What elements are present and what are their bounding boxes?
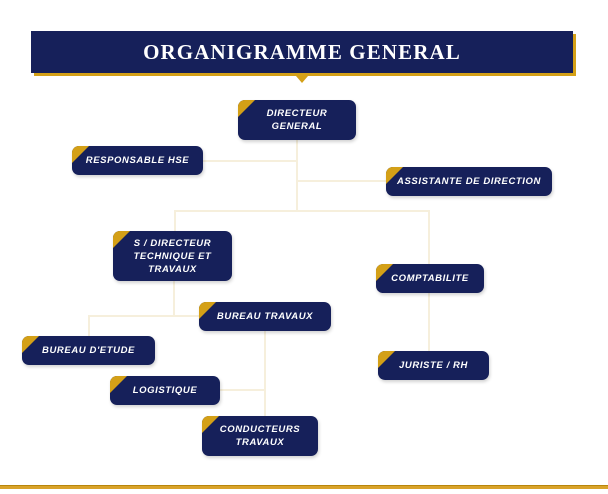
node-label: LOGISTIQUE	[132, 385, 198, 396]
connector-bureau-travaux-stem	[264, 331, 266, 417]
node-label: JURISTE / RH	[399, 360, 468, 371]
node-label: CONDUCTEURS TRAVAUX	[219, 424, 301, 448]
node-bureau-detude[interactable]: BUREAU D'ETUDE	[22, 336, 155, 365]
node-label: DIRECTEUR GENERAL	[266, 108, 328, 132]
node-bureau-travaux[interactable]: BUREAU TRAVAUX	[199, 302, 331, 331]
corner-notch-icon	[238, 100, 255, 117]
connector-bus-to-sdirecteur	[174, 210, 176, 232]
connector-dg-to-assistante	[296, 180, 386, 182]
node-conducteurs-travaux[interactable]: CONDUCTEURS TRAVAUX	[202, 416, 318, 456]
node-label: COMPTABILITE	[391, 273, 469, 284]
title-arrow-icon	[296, 76, 308, 83]
node-assistante-de-direction[interactable]: ASSISTANTE DE DIRECTION	[386, 167, 552, 196]
connector-comptabilite-to-juriste	[428, 292, 430, 352]
node-label: S / DIRECTEUR TECHNIQUE ET TRAVAUX	[133, 237, 212, 275]
node-s-directeur-technique[interactable]: S / DIRECTEUR TECHNIQUE ET TRAVAUX	[113, 231, 232, 281]
connector-bureau-travaux-to-logistique	[220, 389, 265, 391]
node-juriste-rh[interactable]: JURISTE / RH	[378, 351, 489, 380]
node-label: RESPONSABLE HSE	[85, 155, 190, 166]
node-label: BUREAU TRAVAUX	[216, 311, 314, 322]
connector-sdirecteur-bus	[88, 315, 200, 317]
connector-bus-to-bureau-detude	[88, 315, 90, 337]
node-comptabilite[interactable]: COMPTABILITE	[376, 264, 484, 293]
connector-main-bus	[174, 210, 429, 212]
node-responsable-hse[interactable]: RESPONSABLE HSE	[72, 146, 203, 175]
connector-sdirecteur-stem	[173, 281, 175, 317]
node-directeur-general[interactable]: DIRECTEUR GENERAL	[238, 100, 356, 140]
node-label: ASSISTANTE DE DIRECTION	[397, 176, 541, 187]
title-banner: ORGANIGRAMME GENERAL	[31, 31, 573, 73]
connector-bus-to-comptabilite	[428, 210, 430, 265]
node-label: BUREAU D'ETUDE	[42, 345, 135, 356]
bottom-rule	[0, 485, 608, 489]
connector-dg-to-hse	[203, 160, 297, 162]
connector-dg-stem	[296, 140, 298, 212]
page-title: ORGANIGRAMME GENERAL	[143, 39, 461, 64]
node-logistique[interactable]: LOGISTIQUE	[110, 376, 220, 405]
